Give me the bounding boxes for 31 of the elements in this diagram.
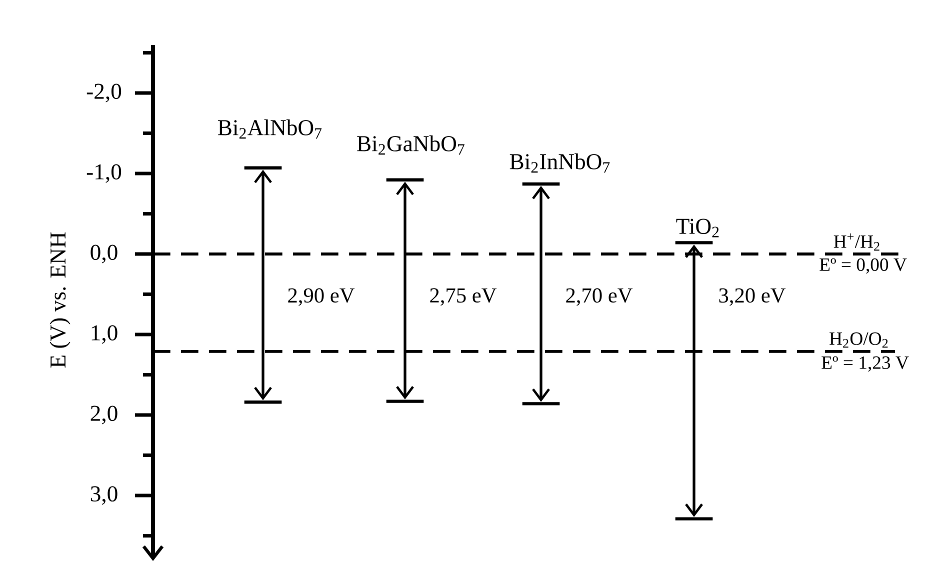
- level-bar: [244, 166, 282, 170]
- edge-label: 2,75 eV: [430, 288, 497, 306]
- double-arrow: [685, 244, 703, 517]
- material-label: TiO$_{2}$: [676, 218, 719, 238]
- level-label: H$^{+}$/H$_{2}$: [834, 233, 880, 251]
- level-bar: [675, 241, 713, 244]
- axis-title: E (V) vs. ENH: [50, 232, 70, 368]
- tick-label: -1,0: [86, 164, 122, 183]
- level-bar: [675, 517, 713, 520]
- edge-label: 3,20 eV: [719, 288, 786, 306]
- tick-label: 1,0: [92, 325, 118, 344]
- level-bar: [386, 178, 424, 182]
- tick-label: 0,0: [90, 244, 118, 264]
- double-arrow: [532, 186, 550, 402]
- double-arrow: [396, 182, 414, 400]
- level-bar: [522, 402, 560, 406]
- material-label: Bi$_{2}$AlNbO$_{7}$: [218, 119, 322, 139]
- tick-label: 3,0: [90, 486, 118, 505]
- potential-label: Eº = 0,00 V: [820, 258, 907, 274]
- double-arrow: [254, 170, 272, 400]
- edge-label: 2,90 eV: [288, 288, 355, 306]
- level-bar: [522, 182, 560, 186]
- tick-label: 2,0: [90, 406, 118, 424]
- material-label: Bi$_{2}$GaNbO$_{7}$: [357, 135, 464, 155]
- level-label: H$_{2}$O/O$_{2}$: [830, 332, 888, 348]
- level-bar: [386, 400, 424, 403]
- material-label: Bi$_{2}$InNbO$_{7}$: [510, 153, 610, 173]
- tick-label: -2,0: [86, 84, 122, 102]
- potential-label: Eº = 1,23 V: [822, 356, 909, 372]
- level-bar: [244, 400, 282, 404]
- edge-label: 2,70 eV: [566, 288, 633, 306]
